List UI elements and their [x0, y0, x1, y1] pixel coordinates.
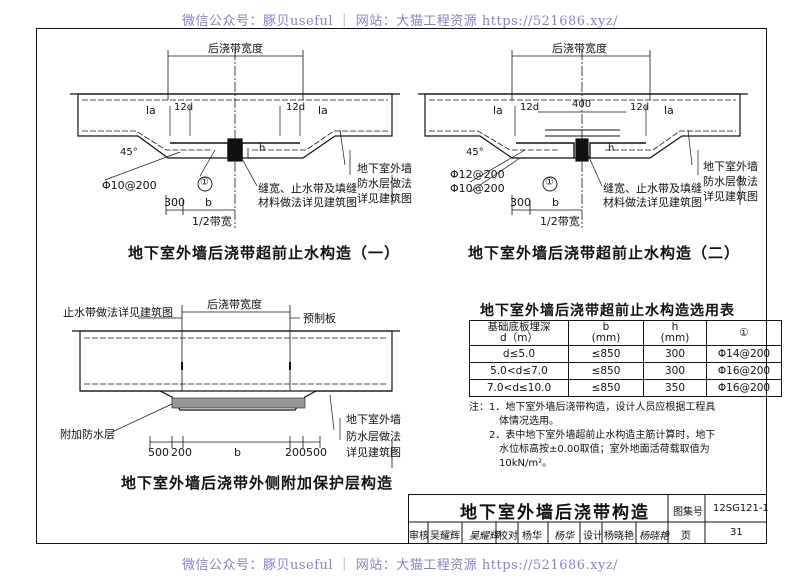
watermark-top: 微信公众号：豚贝useful ｜ 网站：大猫工程资源 https://52168… — [181, 14, 619, 29]
notes: 注：1．地下室外墙后浇带构造，设计人员应根据工程具 体情况选用。 2．表中地下室… — [469, 401, 715, 471]
d2-dim-300: 300 — [510, 196, 531, 209]
title-block — [408, 494, 767, 544]
d2-wall-3: 详见建筑图 — [703, 190, 758, 203]
d2-angle: 45° — [466, 147, 484, 158]
drawing-title: 地下室外墙后浇带构造 — [460, 503, 650, 523]
drawing-frame — [36, 28, 767, 544]
d3-inner-rebar — [84, 337, 388, 385]
table-title: 地下室外墙后浇带超前止水构造选用表 — [480, 303, 735, 319]
table-cell: 350 — [643, 379, 707, 397]
d3-dim-b: b — [234, 446, 241, 459]
table-cell: Φ16@200 — [706, 379, 782, 397]
check-label: 校对 — [498, 531, 518, 542]
page-number: 31 — [730, 527, 743, 538]
d1-angle: 45° — [120, 147, 138, 158]
d2-wall-2: 防水层做法 — [703, 175, 758, 188]
d3-dim-500-right: 500 — [306, 446, 327, 459]
design-label: 设计 — [583, 531, 603, 542]
d1-half-width: 1/2带宽 — [192, 215, 232, 228]
note-line: 体情况选用。 — [469, 416, 559, 427]
d2-la-left: la — [493, 104, 503, 117]
d2-note-1: 缝宽、止水带及填缝 — [603, 182, 702, 195]
table-cell: 7.0<d≤10.0 — [469, 379, 569, 397]
d2-12d-right: 12d — [630, 102, 650, 113]
d2-rebar-2: Φ10@200 — [450, 182, 505, 195]
d2-dim-b: b — [552, 196, 559, 209]
d3-protection — [80, 390, 392, 411]
d3-dim-200-right: 200 — [285, 446, 306, 459]
d1-note-1: 缝宽、止水带及填缝 — [258, 182, 357, 195]
d3-wall-1: 地下室外墙 — [346, 413, 401, 426]
watermark-bottom: 微信公众号：豚贝useful ｜ 网站：大猫工程资源 https://52168… — [181, 558, 619, 573]
d1-rebar: Φ10@200 — [102, 179, 157, 192]
d3-dim-500-left: 500 — [148, 446, 169, 459]
d2-extra-rebar — [545, 129, 620, 137]
d2-inner-rebar — [429, 99, 736, 151]
d1-circle-marker — [197, 176, 213, 192]
checker-signature: 杨华 — [554, 531, 574, 542]
note-line: 水位标高按±0.00取值；室外地面活荷载取值为 — [469, 444, 710, 455]
d2-rebar-frame — [516, 142, 646, 158]
d2-circle-marker — [542, 176, 558, 192]
d1-la-right: la — [318, 104, 328, 117]
d1-caption: 地下室外墙后浇带超前止水构造（一） — [128, 244, 401, 262]
d2-wall-outline — [424, 93, 741, 159]
designer-name: 杨晓艳 — [604, 531, 634, 542]
atlas-label: 图集号 — [673, 507, 703, 518]
d1-wall-outline — [77, 93, 393, 159]
d1-12d-right: 12d — [286, 102, 306, 113]
reviewer-name: 吴耀辉 — [430, 531, 460, 542]
d2-dim-width-label: 后浇带宽度 — [552, 42, 607, 55]
table-cell: Φ16@200 — [706, 362, 782, 380]
note-line: 2．表中地下室外墙超前止水构造主筋计算时，地下 — [469, 430, 716, 441]
d2-rebar-1: Φ12@200 — [450, 168, 505, 181]
d2-h: h — [608, 143, 615, 154]
d3-caption: 地下室外墙后浇带外侧附加保护层构造 — [121, 474, 394, 492]
d3-dim-200-left: 200 — [171, 446, 192, 459]
note-line: 注：1．地下室外墙后浇带构造，设计人员应根据工程具 — [469, 402, 716, 413]
d1-dim-300: 300 — [164, 196, 185, 209]
d2-dim-400: 400 — [572, 99, 592, 110]
d1-wall-2: 防水层做法 — [357, 177, 412, 190]
page-label: 页 — [681, 531, 691, 542]
d1-dim-b: b — [205, 196, 212, 209]
d1-note-2: 材料做法详见建筑图 — [258, 196, 357, 209]
reviewer-signature: 吴耀辉 — [469, 531, 499, 542]
d3-precast-board — [171, 397, 306, 409]
d2-wall-1: 地下室外墙 — [703, 160, 758, 173]
d3-wall-3: 详见建筑图 — [346, 446, 401, 459]
d1-dim-width-label: 后浇带宽度 — [208, 42, 263, 55]
d3-waterstop: 止水带做法详见建筑图 — [63, 306, 173, 319]
d1-h: h — [259, 143, 266, 154]
d1-la-left: la — [146, 104, 156, 117]
review-label: 审核 — [409, 531, 429, 542]
atlas-number: 12SG121-1 — [713, 503, 769, 514]
d1-wall-1: 地下室外墙 — [357, 162, 412, 175]
d3-precast: 预制板 — [303, 312, 336, 325]
designer-signature: 杨晓艳 — [639, 531, 669, 542]
table-cell: ≤850 — [568, 379, 644, 397]
d2-la-right: la — [664, 104, 674, 117]
table-row: 5.0<d≤7.0 ≤850 300 Φ16@200 — [469, 362, 782, 380]
d1-circle-label: ① — [200, 177, 209, 188]
d3-wall-2: 防水层做法 — [346, 430, 401, 443]
d1-12d-left: 12d — [174, 102, 194, 113]
th-rebar: ① — [706, 320, 782, 346]
d2-half-width: 1/2带宽 — [540, 215, 580, 228]
d2-note-2: 材料做法详见建筑图 — [603, 196, 702, 209]
d2-circle-label: ① — [545, 177, 554, 188]
note-line: 10kN/m²。 — [469, 458, 553, 469]
d1-wall-3: 详见建筑图 — [357, 192, 412, 205]
table-row: 7.0<d≤10.0 ≤850 350 Φ16@200 — [469, 379, 782, 397]
d3-extra-layer: 附加防水层 — [60, 428, 115, 441]
d2-12d-left: 12d — [520, 102, 540, 113]
d2-caption: 地下室外墙后浇带超前止水构造（二） — [468, 244, 741, 262]
d3-dim-width-label: 后浇带宽度 — [207, 298, 262, 311]
checker-name: 杨华 — [522, 531, 542, 542]
